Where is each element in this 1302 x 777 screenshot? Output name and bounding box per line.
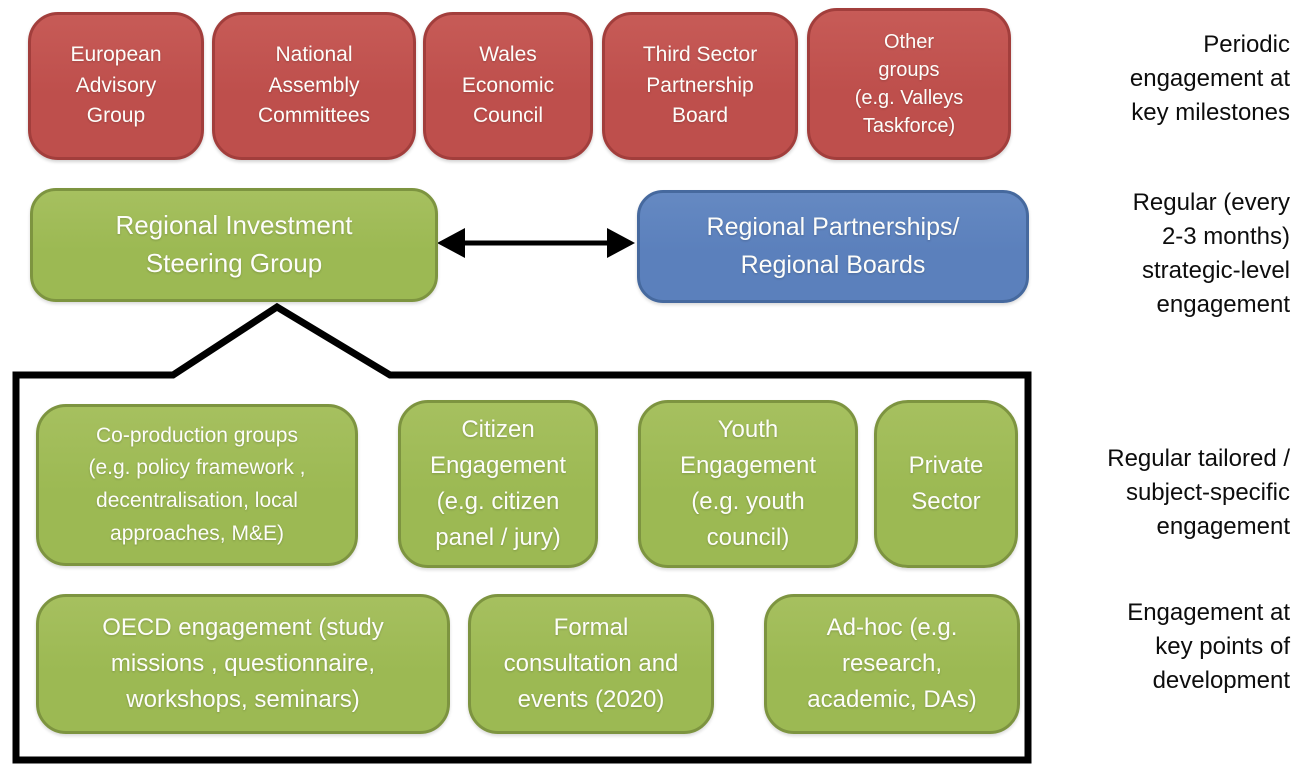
- box-regional-partnerships-boards: Regional Partnerships/ Regional Boards: [637, 190, 1029, 303]
- box-private-sector: Private Sector: [874, 400, 1018, 568]
- box-ad-hoc: Ad-hoc (e.g. research, academic, DAs): [764, 594, 1020, 734]
- label-engagement-key-points: Engagement at key points of development: [1127, 599, 1290, 695]
- box-oecd-engagement: OECD engagement (study missions , questi…: [36, 594, 450, 734]
- box-regional-investment-steering-group: Regional Investment Steering Group: [30, 188, 438, 302]
- box-national-assembly-committees: National Assembly Committees: [212, 12, 416, 160]
- box-european-advisory-group: European Advisory Group: [28, 12, 204, 160]
- box-formal-consultation: Formal consultation and events (2020): [468, 594, 714, 734]
- box-citizen-engagement: Citizen Engagement (e.g. citizen panel /…: [398, 400, 598, 568]
- label-periodic-engagement: Periodic engagement at key milestones: [1129, 31, 1290, 127]
- label-regular-strategic-engagement: Regular (every 2-3 months) strategic-lev…: [1132, 189, 1290, 319]
- box-wales-economic-council: Wales Economic Council: [423, 12, 593, 160]
- box-youth-engagement: Youth Engagement (e.g. youth council): [638, 400, 858, 568]
- box-third-sector-partnership-board: Third Sector Partnership Board: [602, 12, 798, 160]
- box-other-groups: Other groups (e.g. Valleys Taskforce): [807, 8, 1011, 160]
- bidirectional-arrow-icon: [437, 228, 635, 258]
- box-co-production-groups: Co-production groups (e.g. policy framew…: [36, 404, 358, 566]
- label-regular-tailored-engagement: Regular tailored / subject-specific enga…: [1107, 445, 1290, 541]
- engagement-container-outline: [12, 302, 1032, 764]
